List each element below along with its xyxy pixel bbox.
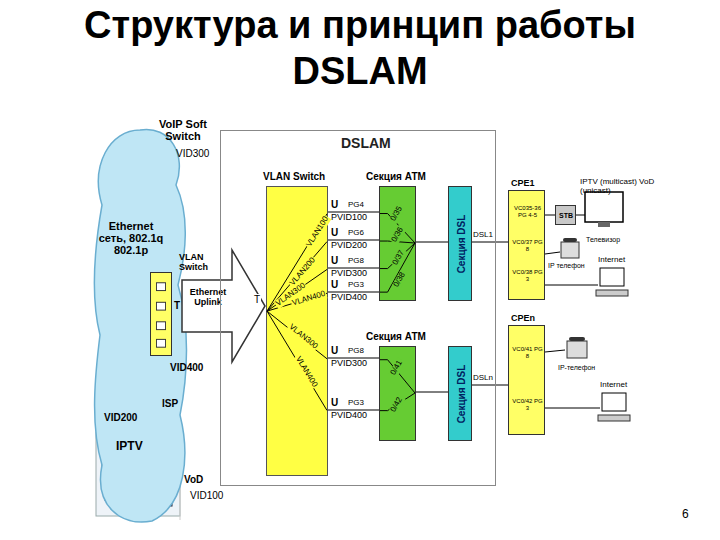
pc-icon xyxy=(596,268,630,421)
node-text: Секция DSL xyxy=(456,215,467,274)
label-text: VoD xyxy=(184,474,203,485)
label-text: PVID300 xyxy=(331,359,367,369)
label-text: U xyxy=(331,397,338,408)
label-text: IP-телефон xyxy=(558,364,595,372)
uplink-arrow: Ethernet Uplink xyxy=(182,250,265,362)
label-text: IPTV (multicast) VoD (unicast) xyxy=(580,178,662,196)
label-text: T xyxy=(174,300,180,311)
node-text: VC0/42 PG 3 xyxy=(510,398,545,411)
label-text: PVID400 xyxy=(331,293,367,303)
label-text: IPTV xyxy=(116,440,143,453)
label-text: PVID400 xyxy=(331,411,367,421)
node-text: CPEn xyxy=(511,314,535,324)
slide-title: Структура и принцип работы DSLAM xyxy=(30,2,690,94)
node-text: VC0/38 PG 3 xyxy=(510,269,545,282)
label-text: VoIP Soft Switch xyxy=(146,118,220,142)
phone-icon xyxy=(561,238,587,358)
node-outline xyxy=(151,273,171,355)
label-text: PVID300 xyxy=(331,269,367,279)
node-text: Ethernet Uplink xyxy=(185,288,231,308)
connector-line xyxy=(416,242,448,243)
node-text: DSLAM xyxy=(341,136,391,151)
label-text: PG3 xyxy=(348,281,364,290)
label-text: VID200 xyxy=(104,412,137,423)
label-text: IP телефон xyxy=(548,262,585,270)
tv-icon xyxy=(585,192,623,227)
connector-line xyxy=(472,385,508,386)
node-text: Ethernet сеть, 802.1q 802.1p xyxy=(96,220,166,256)
node-text: CPE1 xyxy=(511,179,535,189)
label-text: PG8 xyxy=(348,347,364,356)
connector-line xyxy=(472,242,508,243)
edge-label: DSLn xyxy=(473,374,493,383)
label-text: PVID100 xyxy=(331,213,367,223)
label-text: T xyxy=(253,294,261,305)
label-text: PG3 xyxy=(348,399,364,408)
dsl-section-box: Секция DSL xyxy=(448,346,472,441)
cpe-wires xyxy=(545,215,600,408)
label-text: U xyxy=(331,279,338,290)
label-text: U xyxy=(331,255,338,266)
label-text: PG4 xyxy=(348,201,364,210)
connector-line xyxy=(416,392,448,393)
cpe-box: CPE1VC035-36 PG 4-5VC0/37 PG 8VC0/38 PG … xyxy=(508,190,545,300)
node-text: VC035-36 PG 4-5 xyxy=(510,205,545,218)
label-text: U xyxy=(331,345,338,356)
ethernet-cloud: Ethernet сеть, 802.1q 802.1p xyxy=(90,125,190,525)
label-text: Internet xyxy=(600,381,627,390)
cpe-box: CPEnVC0/41 PG 8VC0/42 PG 3 xyxy=(508,325,545,435)
label-text: U xyxy=(331,199,338,210)
label-text: PVID200 xyxy=(331,241,367,251)
node-text: VC0/41 PG 8 xyxy=(510,346,545,359)
label-text: VID400 xyxy=(170,362,203,373)
label-text: VID300 xyxy=(176,148,209,159)
node-outline xyxy=(90,125,190,525)
label-text: U xyxy=(331,227,338,238)
stb-box: STB xyxy=(555,205,576,225)
label-text: 6 xyxy=(682,508,689,521)
node-text: VC0/37 PG 8 xyxy=(510,239,545,252)
label-text: PG8 xyxy=(348,257,364,266)
connector-line xyxy=(545,215,555,216)
label-text: Телевизор xyxy=(586,236,620,244)
label-text: VID100 xyxy=(190,490,223,501)
label-text: Internet xyxy=(598,256,625,265)
node-text: Секция АТМ xyxy=(366,331,426,342)
node-text: VLAN Switch xyxy=(179,253,221,273)
node-text: Секция АТМ xyxy=(366,171,426,182)
vlan-switch-box: VLAN Switch xyxy=(150,272,172,356)
node-text: STB xyxy=(559,212,573,220)
label-text: ISP xyxy=(162,398,178,409)
node-text: Секция DSL xyxy=(456,365,467,424)
dslam-box: DSLAMVLAN SwitchСекция АТМСекция DSLСекц… xyxy=(220,130,496,486)
label-text: PG6 xyxy=(348,229,364,238)
node-text: VLAN Switch xyxy=(263,171,325,182)
dsl-section-box: Секция DSL xyxy=(448,186,472,301)
edge-label: DSL1 xyxy=(473,231,493,240)
